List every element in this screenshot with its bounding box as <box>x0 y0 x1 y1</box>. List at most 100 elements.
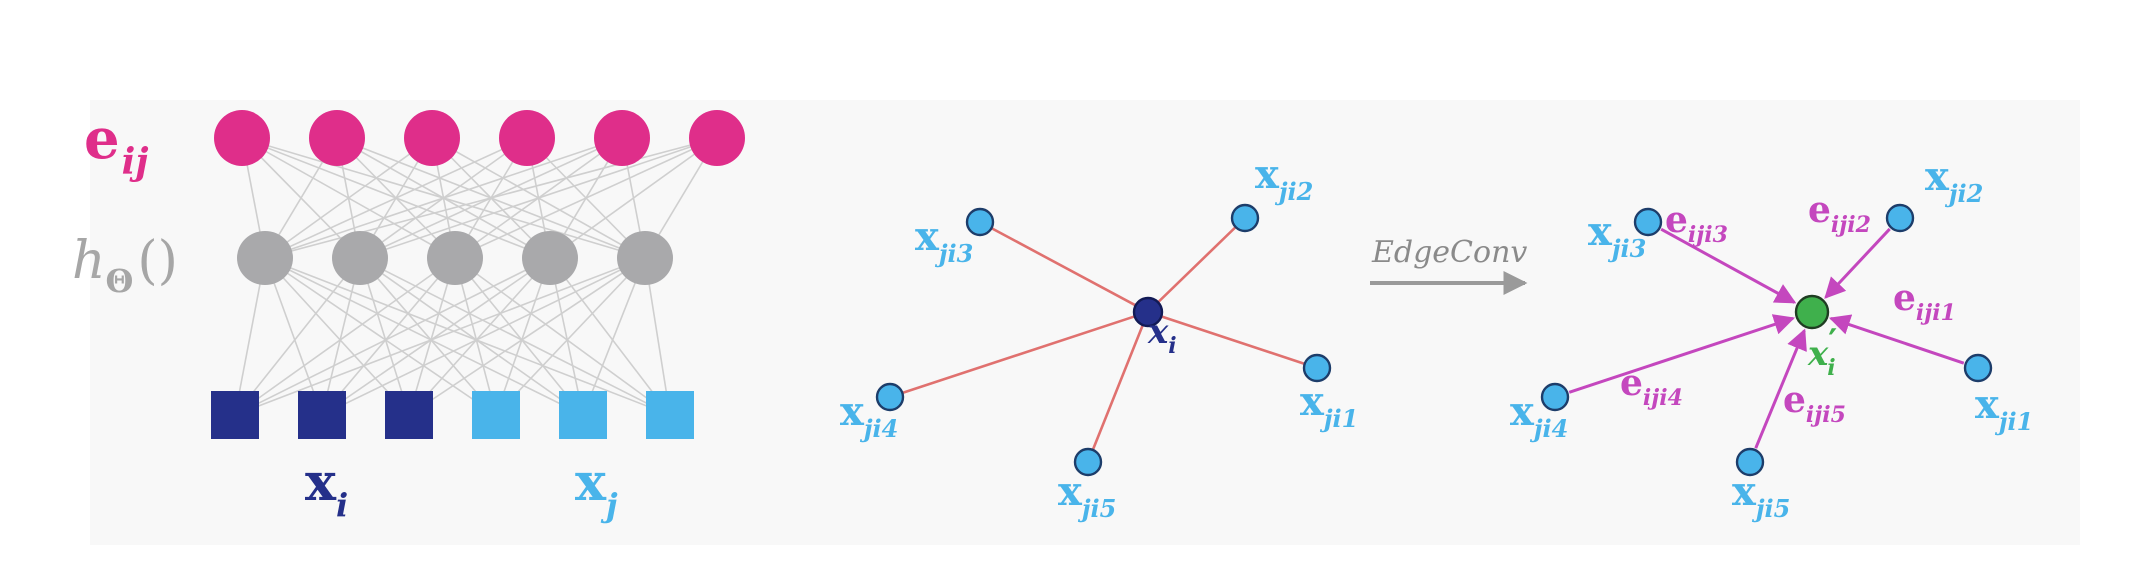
mlp-edge <box>264 257 671 416</box>
hidden-node <box>617 231 673 285</box>
svg-text:xji2: xji2 <box>1255 151 1313 206</box>
mlp-edge <box>582 257 646 416</box>
mlp-edge <box>359 257 584 416</box>
knn-nodes <box>875 203 1332 477</box>
hidden-node <box>522 231 578 285</box>
neighbor-node <box>1540 382 1570 412</box>
input-node-xi <box>211 391 259 439</box>
mlp-edge <box>321 257 551 416</box>
mlp-edge <box>234 257 646 416</box>
knn-edges <box>889 217 1318 463</box>
svg-text:xji5: xji5 <box>1732 468 1790 523</box>
mlp-nodes <box>211 110 745 439</box>
mlp-edge <box>234 257 551 416</box>
knn-graph <box>875 203 1332 477</box>
svg-text:xji5: xji5 <box>1058 468 1116 523</box>
mlp-network <box>211 110 745 439</box>
edgeconv-graph <box>1540 203 1993 477</box>
input-label-xi: xi <box>305 452 348 524</box>
edge-feature-arrow <box>1828 314 1965 365</box>
right-neighbor-label-ji2: xji2 <box>1925 153 1983 208</box>
mid-neighbor-label-ji2: xji2 <box>1255 151 1313 206</box>
input-node-xj <box>472 391 520 439</box>
edge-feature-arrow <box>1660 227 1797 304</box>
knn-edge <box>1086 311 1150 463</box>
mlp-edge <box>264 257 410 416</box>
knn-edge <box>979 220 1149 314</box>
svg-text:eiji3: eiji3 <box>1665 199 1728 248</box>
mlp-edge <box>264 137 433 259</box>
edge-label-iji4: eiji4 <box>1620 362 1683 411</box>
center-label-xi: xi <box>1147 312 1177 359</box>
hidden-label-h-theta: hΘ() <box>72 231 178 300</box>
mlp-edge <box>549 257 671 416</box>
neighbor-node <box>1633 207 1663 237</box>
knn-edge <box>1147 310 1318 370</box>
edge-label-iji5: eiji5 <box>1783 379 1846 428</box>
edgeconv-nodes <box>1540 203 1993 477</box>
neighbor-node <box>1230 203 1260 233</box>
mlp-edge <box>359 257 497 416</box>
output-node <box>689 110 745 166</box>
mlp-edge <box>408 257 646 416</box>
right-neighbor-label-ji4: xji4 <box>1510 388 1568 443</box>
input-node-xi <box>298 391 346 439</box>
neighbor-node <box>1885 203 1915 233</box>
mid-neighbor-label-ji5: xji5 <box>1058 468 1116 523</box>
svg-text:xji4: xji4 <box>840 388 898 443</box>
edge-feature-arrow <box>1824 227 1891 299</box>
neighbor-node <box>1302 353 1332 383</box>
hidden-node <box>332 231 388 285</box>
mlp-edge <box>234 257 456 416</box>
edge-label-iji2: eiji2 <box>1808 189 1871 238</box>
edgeconv-edges <box>1568 227 1965 449</box>
svg-text:xji4: xji4 <box>1510 388 1568 443</box>
right-neighbor-label-ji1: xji1 <box>1975 381 2033 436</box>
mlp-edge <box>454 257 584 416</box>
hidden-node <box>427 231 483 285</box>
mlp-edge <box>359 257 410 416</box>
center-node-xi <box>1132 296 1164 328</box>
mlp-edge <box>408 257 456 416</box>
input-node-xi <box>385 391 433 439</box>
mlp-edge <box>264 257 497 416</box>
svg-text:xji2: xji2 <box>1925 153 1983 208</box>
input-node-xj <box>559 391 607 439</box>
mlp-edge <box>454 137 718 259</box>
neighbor-node <box>1073 447 1103 477</box>
knn-edge <box>889 310 1149 399</box>
mlp-edge <box>264 257 584 416</box>
edge-feature-arrow <box>1754 328 1807 449</box>
mlp-edge <box>495 257 646 416</box>
svg-text:eiji5: eiji5 <box>1783 379 1846 428</box>
output-node <box>594 110 650 166</box>
mlp-edge <box>454 257 671 416</box>
mlp-edge <box>264 137 718 259</box>
svg-text:xji3: xji3 <box>915 213 973 268</box>
output-node <box>309 110 365 166</box>
mlp-edge <box>264 257 323 416</box>
mlp-edge <box>359 257 671 416</box>
edge-label-iji3: eiji3 <box>1665 199 1728 248</box>
neighbor-node <box>875 382 905 412</box>
hidden-node <box>237 231 293 285</box>
neighbor-node <box>965 207 995 237</box>
neighbor-node <box>1735 447 1765 477</box>
svg-text:eiji1: eiji1 <box>1893 277 1956 326</box>
mlp-edge <box>408 257 551 416</box>
edge-feature-arrow <box>1568 314 1796 394</box>
mlp-edge <box>321 257 646 416</box>
center-label-xi-prime: x′i <box>1807 322 1837 381</box>
mlp-edge <box>549 137 718 259</box>
output-node <box>214 110 270 166</box>
mid-neighbor-label-ji3: xji3 <box>915 213 973 268</box>
knn-edge <box>1147 217 1246 313</box>
mlp-connections <box>234 137 718 416</box>
mlp-edge <box>264 137 528 259</box>
mlp-edge <box>495 257 551 416</box>
right-neighbor-label-ji5: xji5 <box>1732 468 1790 523</box>
svg-text:eiji4: eiji4 <box>1620 362 1683 411</box>
mlp-edge <box>234 257 361 416</box>
svg-text:xji1: xji1 <box>1975 381 2033 436</box>
